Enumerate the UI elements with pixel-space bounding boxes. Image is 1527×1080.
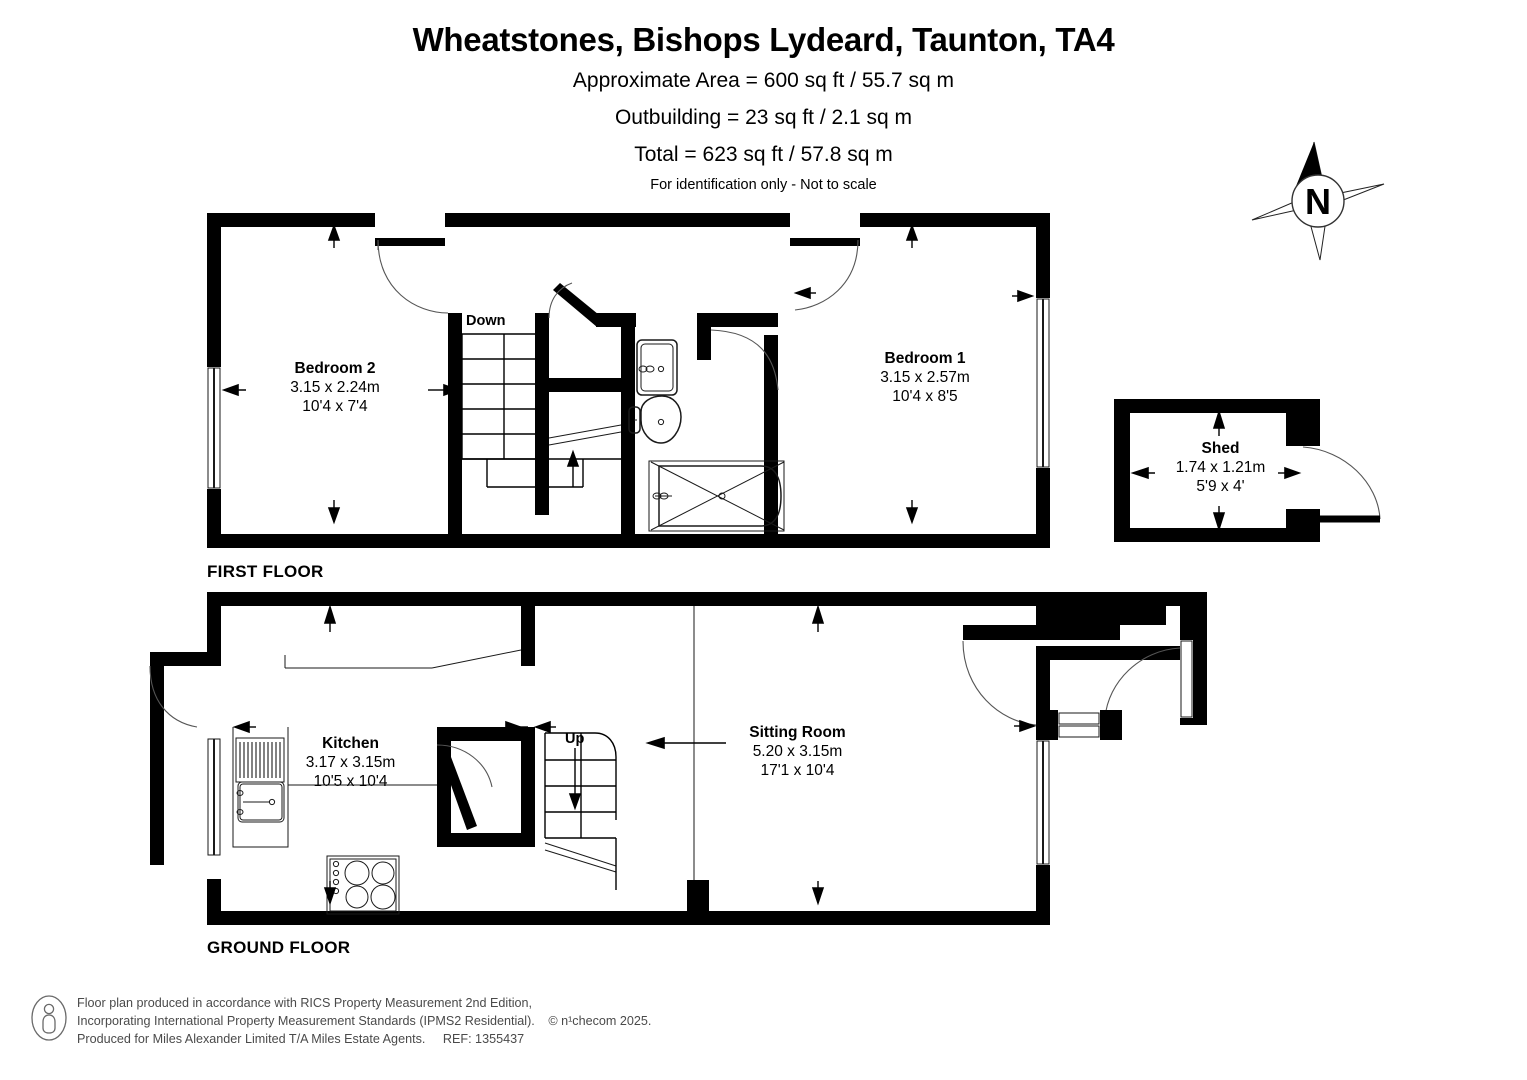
footer-copyright: © n¹checom 2025. (548, 1013, 652, 1028)
compass-rose: N (1248, 138, 1388, 263)
approximate-area-text: Approximate Area = 600 sq ft / 55.7 sq m (572, 69, 955, 93)
washbasin-icon (636, 339, 678, 396)
staircase-first-floor (461, 333, 635, 488)
door-swing-front-left (149, 665, 198, 728)
first-floor-label: FIRST FLOOR (207, 562, 324, 581)
page-title: Wheatstones, Bishops Lydeard, Taunton, T… (412, 21, 1115, 58)
sitting-room-metric: 5.20 x 3.15m (752, 742, 843, 760)
wall-landing-bath (535, 378, 635, 392)
compass-north-letter: N (1305, 181, 1331, 222)
bedroom1-imperial: 10'4 x 8'5 (892, 387, 958, 405)
bedroom1-name: Bedroom 1 (884, 350, 966, 367)
bathtub-icon (648, 460, 785, 532)
plan-header: Wheatstones, Bishops Lydeard, Taunton, T… (0, 0, 1527, 193)
door-swing-entry-outer (1104, 647, 1181, 719)
shed-name: Shed (1201, 440, 1240, 457)
window-bedroom2-west (207, 367, 221, 489)
wall-bath-top (697, 313, 778, 327)
wall-bath-right-upper (697, 313, 711, 360)
window-kitchen-west (207, 738, 221, 856)
footer-reference: REF: 1355437 (442, 1031, 525, 1046)
wall-landing-door-header (596, 313, 636, 327)
wall-bath-right (764, 335, 778, 534)
disclaimer-text: For identification only - Not to scale (650, 177, 877, 194)
bedroom2-metric: 3.15 x 2.24m (290, 378, 380, 396)
door-swing-bathroom (710, 329, 779, 391)
door-swing-shed (1302, 446, 1381, 520)
wall-stair-right-upper (535, 313, 549, 408)
door-swing-bedroom2 (377, 239, 449, 314)
staircase-ground-floor (544, 732, 617, 890)
sitting-room-imperial: 17'1 x 10'4 (760, 761, 835, 779)
footer-line-2: Incorporating International Property Mea… (77, 1013, 535, 1028)
bathroom-fixtures (628, 339, 785, 532)
wall-stair-left (521, 727, 535, 847)
footer-text-block: Floor plan produced in accordance with R… (77, 995, 651, 1049)
door-swing-kitchen (436, 744, 493, 788)
shed-metric: 1.74 x 1.21m (1175, 458, 1266, 476)
toilet-icon (628, 395, 682, 444)
kitchen-name: Kitchen (322, 735, 379, 752)
door-swing-bedroom1 (794, 239, 859, 311)
wall-bedroom2-stair (448, 313, 462, 534)
wall-nib-bottom (687, 880, 709, 911)
ground-floor-label: GROUND FLOOR (207, 938, 351, 957)
wall-stair-right-lower (535, 408, 549, 515)
stair-direction-down: Down (466, 313, 506, 329)
wall-kitchen-upper (521, 606, 535, 666)
ceiling-slope-lines (284, 649, 522, 669)
bedroom1-metric: 3.15 x 2.57m (880, 368, 970, 386)
room-label-bedroom2: Bedroom 2 3.15 x 2.24m 10'4 x 7'4 (240, 360, 430, 417)
door-leaf-kitchen (441, 757, 477, 830)
ground-north-step (963, 606, 1166, 640)
outbuilding-area-text: Outbuilding = 23 sq ft / 2.1 sq m (614, 106, 913, 130)
kitchen-metric: 3.17 x 3.15m (305, 753, 396, 771)
wall-understair (451, 833, 535, 847)
wall-bath-left (621, 313, 635, 534)
plan-footer: Floor plan produced in accordance with R… (30, 995, 790, 1049)
window-bedroom1-east (1036, 298, 1050, 468)
bedroom2-name: Bedroom 2 (294, 360, 376, 377)
sitting-room-name: Sitting Room (749, 724, 846, 741)
total-area-text: Total = 623 sq ft / 57.8 sq m (634, 143, 893, 167)
entry-porch (962, 640, 1181, 740)
shed-imperial: 5'9 x 4' (1196, 477, 1245, 495)
footer-line-3-wrap: Produced for Miles Alexander Limited T/A… (77, 1031, 651, 1049)
room-label-bedroom1: Bedroom 1 3.15 x 2.57m 10'4 x 8'5 (830, 350, 1020, 407)
bedroom2-imperial: 10'4 x 7'4 (302, 397, 368, 415)
kitchen-imperial: 10'5 x 10'4 (313, 772, 388, 790)
window-sitting-east (1036, 740, 1050, 865)
door-swing-entry-inner (962, 640, 1037, 726)
door-leaf-landing (553, 283, 604, 327)
wall-kitchen-stair-top (437, 727, 535, 741)
hob-icon (326, 855, 400, 915)
footer-line-3: Produced for Miles Alexander Limited T/A… (77, 1031, 426, 1046)
door-swing-landing (548, 282, 573, 319)
room-label-sitting-room: Sitting Room 5.20 x 3.15m 17'1 x 10'4 (705, 724, 890, 781)
person-icon (31, 995, 67, 1041)
first-floor-north-openings (375, 213, 860, 246)
room-label-kitchen: Kitchen 3.17 x 3.15m 10'5 x 10'4 (258, 735, 443, 792)
room-label-shed: Shed 1.74 x 1.21m 5'9 x 4' (1128, 440, 1313, 497)
stair-direction-up: Up (565, 731, 585, 747)
footer-line-1: Floor plan produced in accordance with R… (77, 996, 533, 1010)
footer-line-2-wrap: Incorporating International Property Mea… (77, 1013, 651, 1031)
